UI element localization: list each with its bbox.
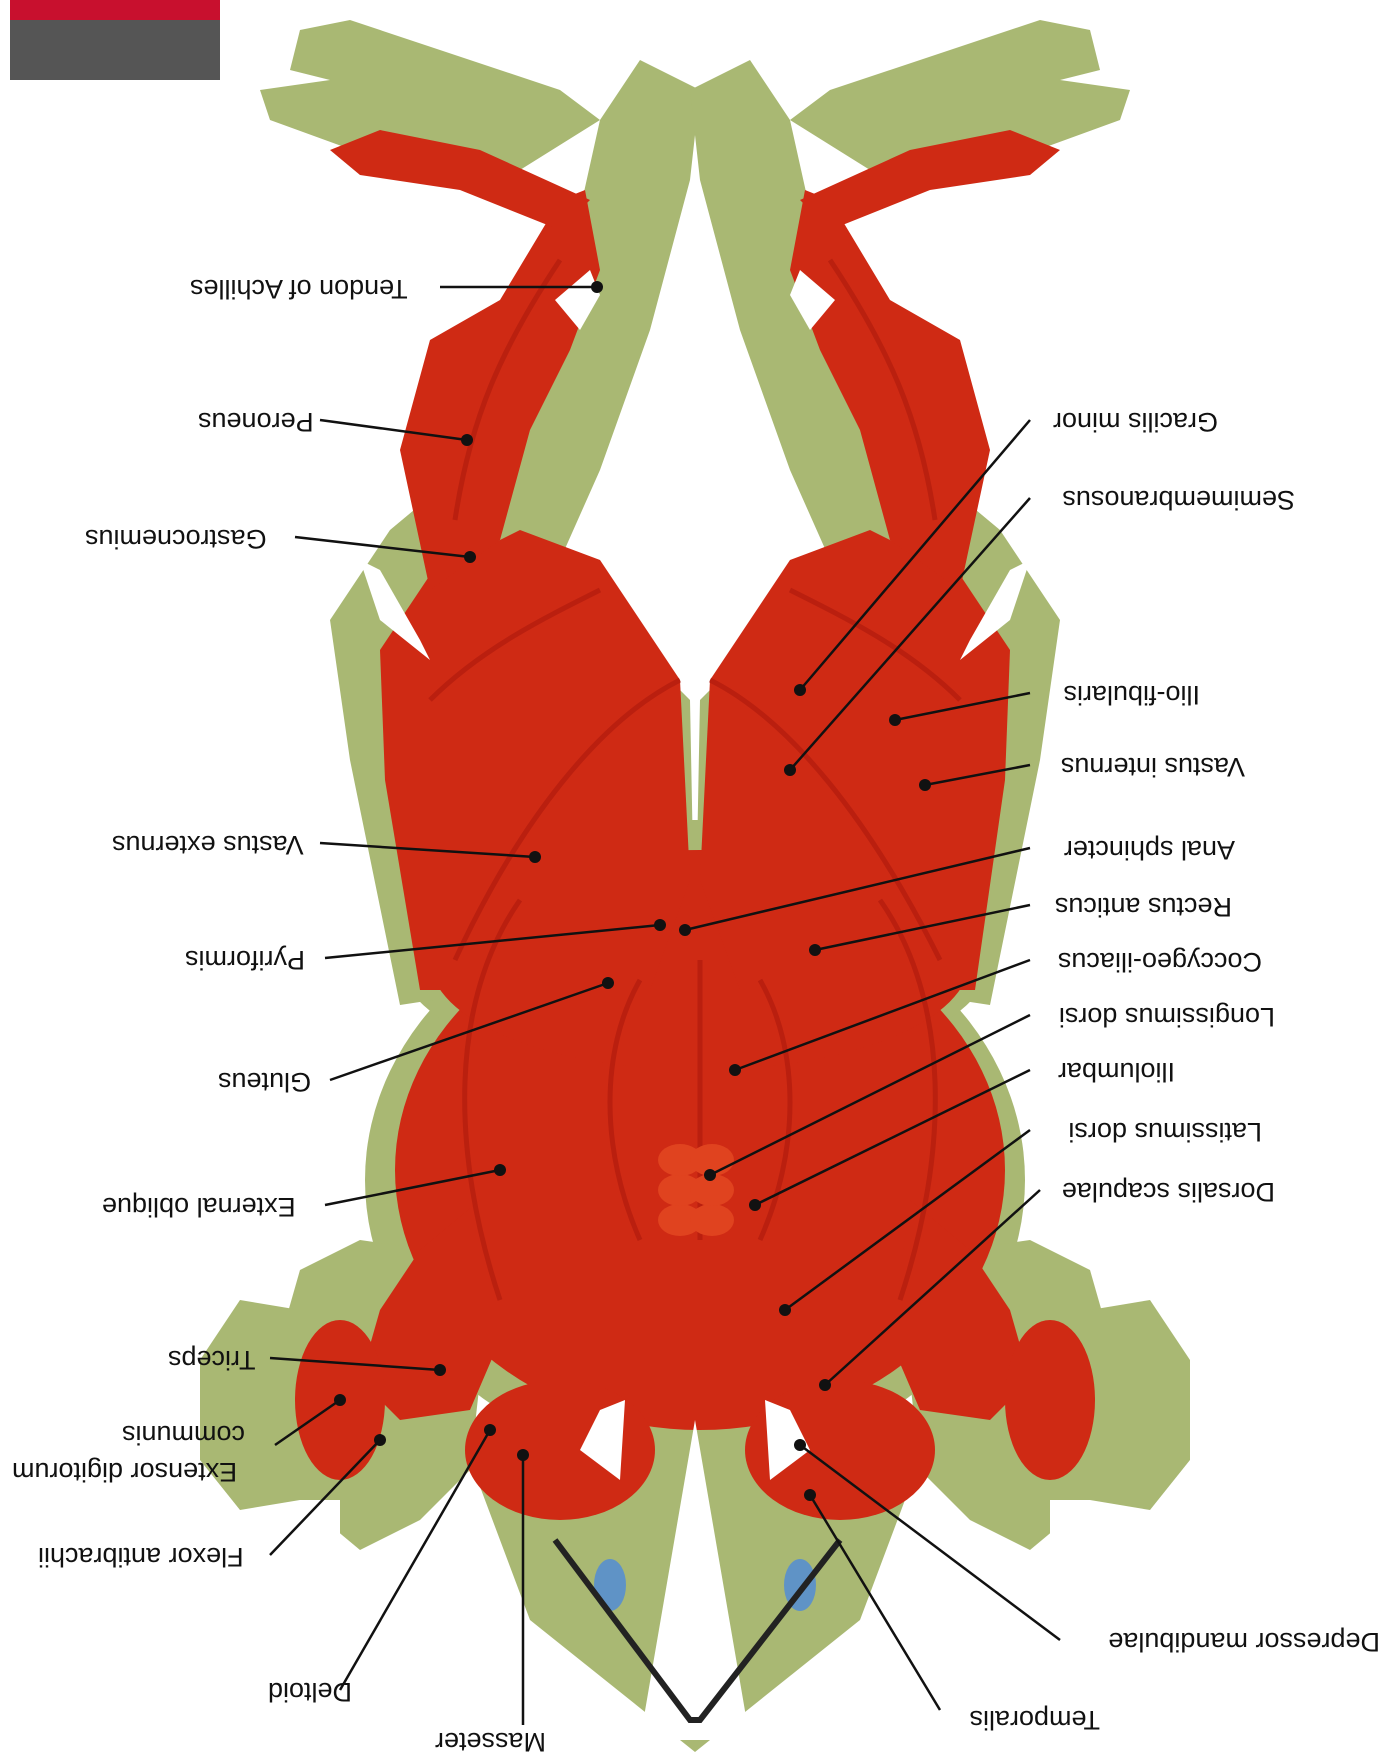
label-triceps: Triceps [168,1345,256,1375]
label-latissimus-dorsi: Latissimus dorsi [1068,1117,1262,1147]
label-external-oblique: External oblique [102,1192,296,1222]
label-extensor-digitorum-line2: communis [122,1420,245,1450]
label-masseter: Masseter [435,1727,546,1757]
label-extensor-digitorum-line1: Extensor digitorum [12,1457,237,1487]
label-iliolumbar: Iliolumbar [1058,1057,1175,1087]
label-tendon-of-achilles: Tendon of Achilles [190,274,408,304]
label-semimembranosus: Semimembranosus [1062,485,1295,515]
label-depressor-mandibulae: Depressor mandibulae [1108,1627,1380,1657]
label-deltoid: Deltoid [268,1677,352,1707]
label-temporalis: Temporalis [969,1705,1100,1735]
label-peroneus: Peroneus [198,407,314,437]
label-flexor-antibrachii: Flexor antibrachii [38,1542,244,1572]
label-gastrocnemius: Gastrocnemius [85,524,267,554]
brand-logo [10,0,220,80]
label-vastus-externus: Vastus externus [112,830,304,860]
label-vastus-internus: Vastus internus [1061,752,1245,782]
label-longissimus-dorsi: Longissimus dorsi [1059,1002,1275,1032]
label-pyriformis: Pyriformis [185,945,305,975]
label-gluteus: Gluteus [218,1067,311,1097]
label-gracilis-minor: Gracilis minor [1053,407,1218,437]
label-dorsalis-scapulae: Dorsalis scapulae [1062,1177,1275,1207]
label-anal-sphincter: Anal sphincter [1064,835,1235,865]
label-ilio-fibularis: Ilio-fibularis [1063,680,1200,710]
label-coccygeo-iliacus: Coccygeo-iliacus [1058,947,1262,977]
label-rectus-anticus: Rectus anticus [1055,892,1232,922]
